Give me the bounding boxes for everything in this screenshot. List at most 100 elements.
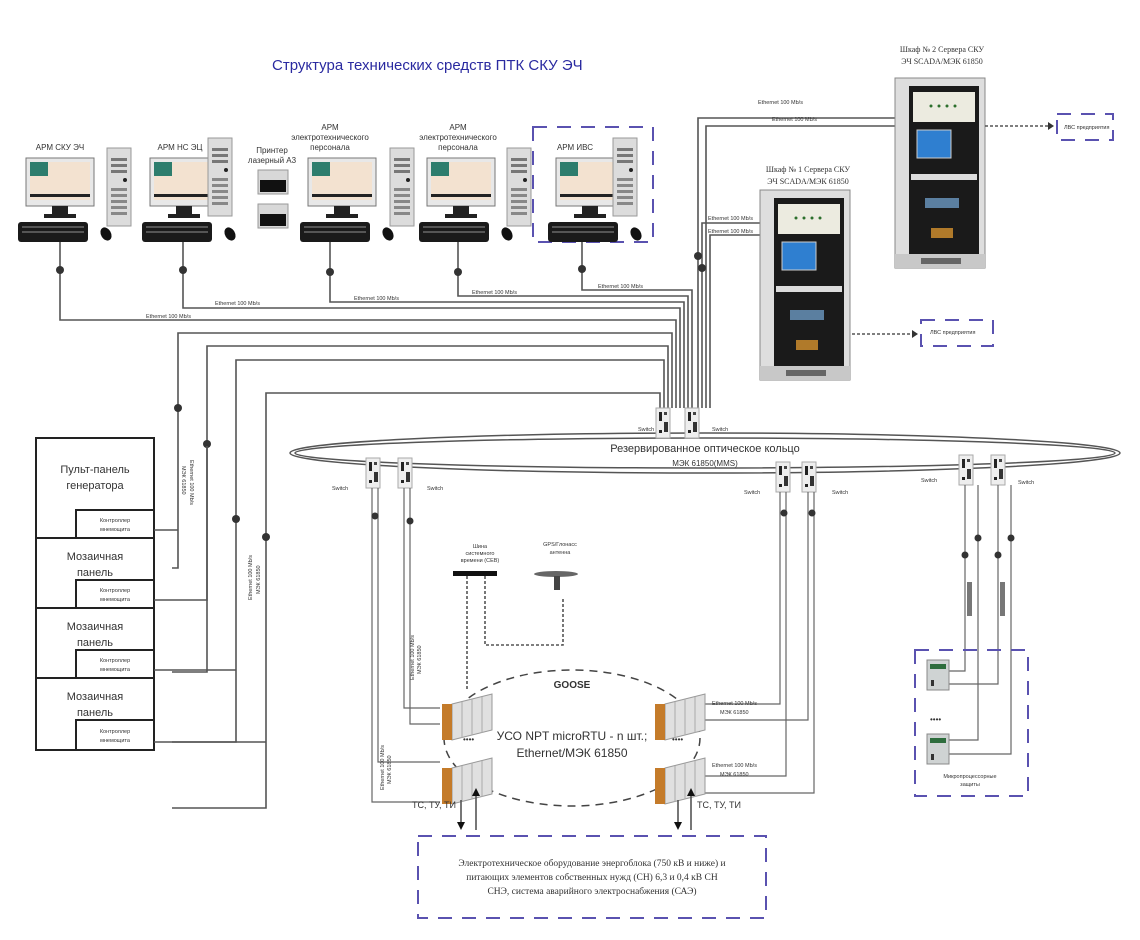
equipment-text: Электротехническое оборудование энергобл… — [458, 858, 725, 869]
rtu-group: GOOSE УСО NPT microRTU - n шт.; Ethernet… — [441, 669, 706, 807]
controller-label: мнемощита — [100, 738, 131, 744]
workstation-label: АРМ — [449, 123, 467, 132]
link-label: Ethernet 100 Mb/s — [712, 701, 757, 707]
link-label: Ethernet 100 Mb/s — [188, 460, 194, 505]
controller-label: мнемощита — [100, 527, 131, 533]
controller-label: Контроллер — [100, 658, 130, 664]
switch-left: Switch Switch — [332, 457, 443, 492]
gps-label: антенна — [550, 550, 572, 556]
link-label: Ethernet 100 Mb/s — [380, 745, 386, 790]
switch-label: Switch — [712, 427, 728, 433]
switch-label: Switch — [638, 427, 654, 433]
link-label: МЭК 61850 — [180, 466, 186, 495]
switch-label: Switch — [832, 490, 848, 496]
link-label: МЭК 61850 — [387, 755, 393, 784]
ring-protocol-label: МЭК 61850(MMS) — [672, 459, 738, 468]
goose-label: GOOSE — [554, 680, 591, 691]
panel-label: Пульт-панель — [60, 464, 129, 476]
workstation-label: АРМ ИВС — [557, 143, 593, 152]
rtu-ellipsis: •••• — [672, 735, 683, 744]
printer-label-2: лазерный А3 — [248, 156, 297, 165]
panel-wires — [154, 446, 266, 743]
workstation-label: электротехнического — [419, 133, 497, 142]
printer-label-1: Принтер — [256, 146, 288, 155]
connector-dots — [56, 252, 706, 541]
workstation-label: электротехнического — [291, 133, 369, 142]
enterprise-lan-label: ЛВС предприятия — [930, 330, 975, 336]
panel-label: панель — [77, 567, 113, 579]
cabinet-label: Шкаф № 1 Сервера СКУ — [766, 165, 851, 174]
link-label: МЭК 61850 — [720, 772, 749, 778]
controller-label: мнемощита — [100, 597, 131, 603]
link-label: МЭК 61850 — [256, 565, 262, 594]
workstation-label: АРМ НС ЭЦ — [158, 143, 203, 152]
signals-label: ТС, ТУ, ТИ — [412, 800, 456, 810]
workstation-ns-ec: АРМ НС ЭЦ — [141, 137, 239, 244]
panel-label: панель — [77, 637, 113, 649]
workstation-sku-ech: АРМ СКУ ЭЧ — [17, 143, 132, 244]
switch-right: Switch Switch — [744, 461, 848, 496]
link-label: Ethernet 100 Mb/s — [146, 314, 191, 320]
enterprise-lan-1: ЛВС предприятия — [852, 319, 994, 347]
switch-label: Switch — [332, 486, 348, 492]
time-bus-label: времени (СЕВ) — [461, 558, 500, 564]
switch-label: Switch — [1018, 480, 1034, 486]
controller-label: Контроллер — [100, 729, 130, 735]
link-label: Ethernet 100 Mb/s — [708, 216, 753, 222]
cabinet-label: ЭЧ SCADA/МЭК 61850 — [901, 57, 983, 66]
time-bus: Шина системного времени (СЕВ) — [453, 544, 564, 690]
controller-label: мнемощита — [100, 667, 131, 673]
server-cabinet-2: Шкаф № 2 Сервера СКУ ЭЧ SCADA/МЭК 61850 — [894, 45, 986, 269]
switch-label: Switch — [744, 490, 760, 496]
controller-label: Контроллер — [100, 588, 130, 594]
gps-label: GPS/Глонасс — [543, 542, 577, 548]
panel-label: панель — [77, 707, 113, 719]
rtu-label: Ethernet/МЭК 61850 — [516, 746, 627, 760]
printer-a3: Принтер лазерный А3 — [248, 146, 297, 229]
link-label: Ethernet 100 Mb/s — [758, 100, 803, 106]
server-cabinet-1: Шкаф № 1 Сервера СКУ ЭЧ SCADA/МЭК 61850 — [759, 165, 851, 381]
protection-group: •••• Микропроцессорные защиты — [914, 485, 1029, 797]
relay-ellipsis: •••• — [930, 715, 941, 724]
link-label: Ethernet 100 Mb/s — [248, 555, 254, 600]
link-label: Ethernet 100 Mb/s — [215, 301, 260, 307]
workstation-label: персонала — [438, 143, 478, 152]
link-label: Ethernet 100 Mb/s — [598, 284, 643, 290]
equipment-text: питающих элементов собственных нужд (СН)… — [466, 872, 718, 883]
workstation-label: АРМ — [321, 123, 339, 132]
switch-label: Switch — [921, 478, 937, 484]
panel-label: генератора — [66, 480, 124, 492]
switch-far-right: Switch Switch — [921, 454, 1034, 486]
signals-label: ТС, ТУ, ТИ — [697, 800, 741, 810]
workstation-electrotech-1: АРМ электротехнического персонала — [291, 123, 415, 244]
ring-label: Резервированное оптическое кольцо — [610, 443, 799, 455]
workstation-electrotech-2: АРМ электротехнического персонала — [418, 123, 532, 244]
optical-ring: Резервированное оптическое кольцо МЭК 61… — [289, 432, 1121, 474]
equipment-box: Электротехническое оборудование энергобл… — [417, 835, 767, 919]
link-label: Ethernet 100 Mb/s — [472, 290, 517, 296]
time-bus-label: системного — [466, 551, 495, 557]
panel-label: Мозаичная — [67, 691, 124, 703]
panel-label: Мозаичная — [67, 551, 124, 563]
protection-label: Микропроцессорные — [943, 774, 996, 780]
link-label: Ethernet 100 Mb/s — [712, 763, 757, 769]
cabinet-label: Шкаф № 2 Сервера СКУ — [900, 45, 985, 54]
rtu-label: УСО NPT microRTU - n шт.; — [497, 729, 648, 743]
link-label: Ethernet 100 Mb/s — [410, 635, 416, 680]
workstation-label: АРМ СКУ ЭЧ — [36, 143, 84, 152]
cabinet-label: ЭЧ SCADA/МЭК 61850 — [767, 177, 849, 186]
panel-stack: Пульт-панель генератора Контроллер мнемо… — [35, 437, 155, 751]
link-label: МЭК 61850 — [720, 710, 749, 716]
time-bus-label: Шина — [473, 544, 488, 550]
link-label: Ethernet 100 Mb/s — [708, 229, 753, 235]
rtu-ellipsis: •••• — [463, 735, 474, 744]
controller-label: Контроллер — [100, 518, 130, 524]
workstation-ivs: АРМ ИВС — [532, 126, 654, 244]
equipment-text: СНЭ, система аварийного электроснабжения… — [487, 886, 696, 897]
rtu-wires — [371, 488, 816, 803]
workstation-label: персонала — [310, 143, 350, 152]
panel-label: Мозаичная — [67, 621, 124, 633]
diagram-title: Структура технических средств ПТК СКУ ЭЧ — [272, 57, 583, 74]
switch-label: Switch — [427, 486, 443, 492]
